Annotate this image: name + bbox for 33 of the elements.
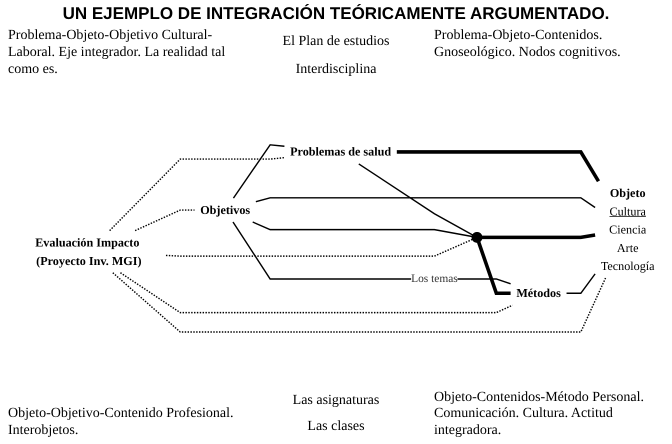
connector bbox=[232, 144, 284, 199]
connector bbox=[476, 242, 511, 296]
node-text: Objetivos bbox=[200, 203, 250, 217]
diagram-title: UN EJEMPLO DE INTEGRACIÓN TEÓRICAMENTE ARGUMENTADO. bbox=[62, 4, 610, 24]
node-text: Objeto bbox=[610, 186, 646, 200]
connector bbox=[396, 150, 600, 182]
region-label: Las asignaturas bbox=[292, 392, 380, 410]
node-text: Métodos bbox=[516, 286, 561, 300]
node-label: Ciencia bbox=[609, 222, 646, 236]
region-label: Las clases bbox=[307, 418, 365, 436]
connector bbox=[482, 233, 596, 240]
connector bbox=[112, 272, 606, 333]
note-text: Problema-Objeto-Contenidos. Gnoseológico. Nodos cognitivos. bbox=[434, 28, 622, 62]
note-text: Objeto-Objetivo-Contenido Profesional. Interobjetos. bbox=[8, 406, 235, 440]
node-text: Evaluación Impacto (Proyecto Inv. MGI) bbox=[35, 236, 142, 268]
connector bbox=[358, 163, 473, 236]
connector bbox=[134, 209, 195, 232]
note-text: Objeto-Contenidos-Método Personal. Comunicación. Cultura. Actitud integradora. bbox=[434, 390, 645, 440]
connector bbox=[120, 272, 513, 314]
connector bbox=[252, 221, 472, 238]
node-label: Tecnología bbox=[600, 259, 655, 273]
connector bbox=[166, 238, 473, 257]
note-text: Problema-Objeto-Objetivo Cultural-Laboral. Eje integrador. La realidad tal como es. bbox=[8, 28, 226, 78]
node-text: Problemas de salud bbox=[290, 144, 392, 159]
connector bbox=[109, 156, 284, 232]
region-label: El Plan de estudios bbox=[282, 32, 390, 51]
connector bbox=[566, 273, 596, 294]
connector bbox=[232, 222, 511, 284]
node-label: Arte bbox=[616, 240, 638, 254]
node-label: Cultura bbox=[609, 204, 646, 218]
edge-label: Los temas bbox=[411, 272, 458, 285]
connector bbox=[256, 197, 596, 208]
region-label: Interdisciplina bbox=[296, 60, 376, 79]
